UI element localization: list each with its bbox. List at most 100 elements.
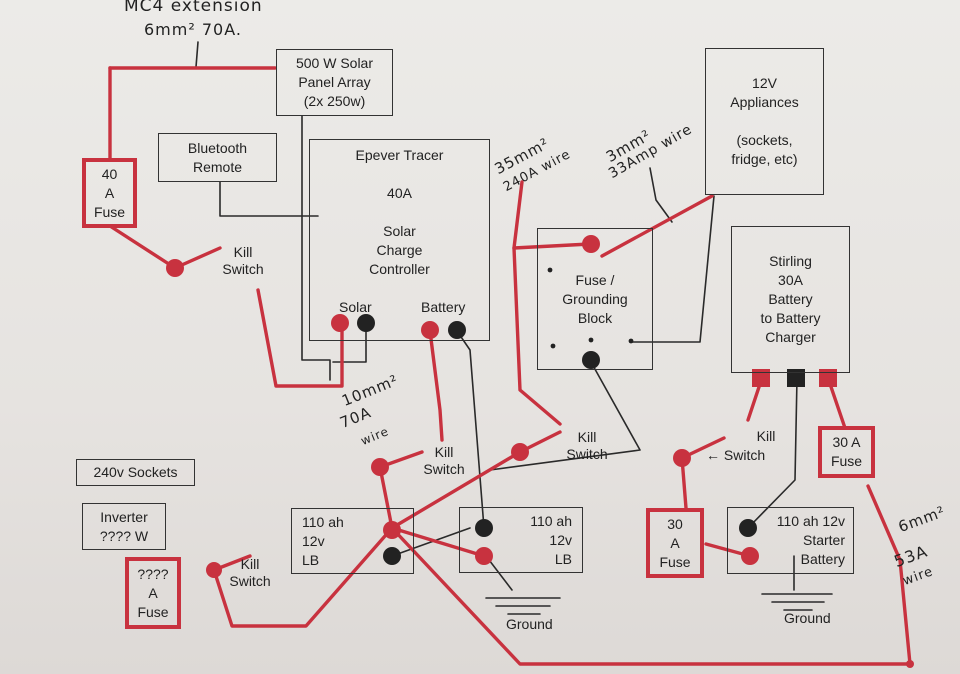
appliances-line-2: Appliances: [730, 94, 799, 110]
fuse-40a-box: 40 A Fuse: [82, 158, 137, 228]
solar-terminal-label: Solar: [339, 299, 372, 315]
stirling-terminal-right: [819, 369, 837, 387]
fuse30-line-3: Fuse: [659, 553, 691, 570]
stirling-line-2: 30A: [778, 272, 803, 288]
starter-line-1: 110 ah 12v: [776, 513, 845, 529]
fuse-block-pos-terminal: [582, 235, 600, 253]
fuse30-line-1: 30: [667, 515, 683, 532]
ground-label-1: Ground: [506, 616, 553, 632]
starter-line-3: Battery: [800, 551, 845, 567]
battery-terminal-label: Battery: [421, 299, 466, 315]
appliances-line-4: (sockets,: [736, 132, 793, 148]
appliances-box: 12V Appliances (sockets, fridge, etc): [705, 48, 824, 195]
fuse-block-neg-terminal: [582, 351, 600, 369]
battery-2-box: 110 ah 12v LB: [459, 507, 583, 573]
ground-symbol-2: [761, 593, 833, 611]
kill-switch-1-pivot: [166, 259, 184, 277]
stirling-line-3: Battery: [768, 291, 813, 307]
fuseq-line-1: ????: [137, 565, 169, 582]
battery-terminal-positive: [421, 321, 439, 339]
fuse-block-line-1: Fuse /: [575, 271, 615, 288]
wire-35mm-down: [512, 246, 562, 426]
kill-switch-5-label: Kill: [746, 428, 786, 445]
kill-switch-3-label: Kill Switch: [420, 444, 468, 478]
kill5-word-1: Kill: [756, 428, 776, 444]
wire-battery1-to-inverter-kill: [212, 526, 394, 628]
battery1-neg-terminal: [383, 547, 401, 565]
stirling-terminal-mid: [787, 369, 805, 387]
kill-switch-4-label: Kill Switch: [226, 556, 274, 590]
fuse-block-dot-2: [550, 343, 556, 349]
wire-battery-pos: [428, 329, 444, 442]
kill2-word-2: Switch: [566, 446, 608, 462]
fuse30-line-2: A: [670, 534, 680, 551]
sockets-240v-box: 240v Sockets: [76, 459, 195, 486]
fuse-unknown-inverter-box: ???? A Fuse: [125, 557, 181, 629]
fuse30a-line-2: Fuse: [830, 453, 863, 469]
kill4-word-2: Switch: [229, 573, 271, 589]
battery2-line-3: LB: [554, 550, 572, 567]
battery-terminal-negative: [448, 321, 466, 339]
wire-ground-return: [390, 526, 912, 666]
stirling-charger-box: Stirling 30A Battery to Battery Charger: [731, 226, 850, 373]
solar-terminal-negative: [357, 314, 375, 332]
bluetooth-line-2: Remote: [192, 158, 243, 175]
fuse-block-line-3: Block: [577, 309, 613, 326]
fuse-30-starter-box: 30 A Fuse: [646, 508, 704, 578]
wire-fuseblock-appliance: [631, 195, 715, 343]
fuse-block-dot-1: [547, 267, 553, 273]
solar-panel-array-box: 500 W Solar Panel Array (2x 250w): [276, 49, 393, 116]
starter-battery-box: 110 ah 12v Starter Battery: [727, 507, 854, 574]
fuse-block-dot-4: [588, 337, 594, 343]
fuse40-line-1: 40: [101, 165, 118, 182]
wire-stirling-neg: [747, 377, 798, 529]
kill-switch-5-arrow-label: ← Switch: [706, 447, 766, 463]
wire-solar-neg: [332, 322, 367, 363]
appliances-line-1: 12V: [752, 75, 777, 91]
stirling-terminal-left: [752, 369, 770, 387]
solar-array-line-3: (2x 250w): [303, 93, 366, 109]
controller-line-6: Charge: [376, 242, 423, 258]
fuse-block-dot-3: [628, 338, 634, 344]
appliances-line-5: fridge, etc): [731, 151, 798, 167]
kill3-word-1: Kill: [434, 444, 454, 460]
fuseq-line-2: A: [148, 584, 158, 601]
battery1-line-1: 110 ah: [302, 513, 344, 530]
ground-label-2: Ground: [784, 610, 831, 626]
solar-terminal-positive: [331, 314, 349, 332]
fuse-block-line-2: Grounding: [562, 290, 628, 307]
sockets-line-1: 240v Sockets: [93, 464, 178, 480]
wire-to-30a-fuse: [866, 484, 912, 666]
wire-kill3-to-battery: [378, 465, 394, 530]
inverter-line-1: Inverter: [100, 508, 148, 525]
kill2-word-1: Kill: [577, 429, 597, 445]
bluetooth-remote-box: Bluetooth Remote: [158, 133, 277, 182]
controller-line-3: 40A: [387, 185, 412, 201]
wire-bluetooth-link: [219, 181, 319, 217]
battery1-line-3: LB: [302, 551, 320, 568]
wire-3mm-appliance: [600, 194, 714, 258]
controller-line-1: Epever Tracer: [355, 147, 444, 163]
controller-line-7: Controller: [369, 261, 430, 277]
wire-array-to-controller-black: [301, 115, 331, 381]
battery-1-box: 110 ah 12v LB: [291, 508, 414, 574]
kill-switch-4-pivot: [206, 562, 222, 578]
battery2-line-2: 12v: [549, 531, 572, 548]
starter-line-2: Starter: [802, 532, 845, 548]
kill-switch-5-pivot: [673, 449, 691, 467]
stirling-line-5: Charger: [765, 329, 816, 345]
wire-fuse40-to-kill: [108, 224, 177, 270]
stirling-line-1: Stirling: [769, 253, 812, 269]
ground-symbol-1: [485, 597, 561, 615]
solar-array-line-2: Panel Array: [298, 74, 371, 90]
starter-neg-terminal: [739, 519, 757, 537]
wire-mc4-label-leader: [195, 41, 199, 68]
wire-kill1-to-solar: [256, 288, 344, 388]
kill1-word-2: Switch: [222, 261, 264, 277]
inverter-box: Inverter ???? W: [82, 503, 166, 550]
battery2-line-1: 110 ah: [530, 512, 572, 529]
wire-battery1-neg-link: [391, 527, 471, 557]
mc4-annotation-line1: MC4 extension: [124, 0, 263, 16]
battery2-neg-terminal: [475, 519, 493, 537]
